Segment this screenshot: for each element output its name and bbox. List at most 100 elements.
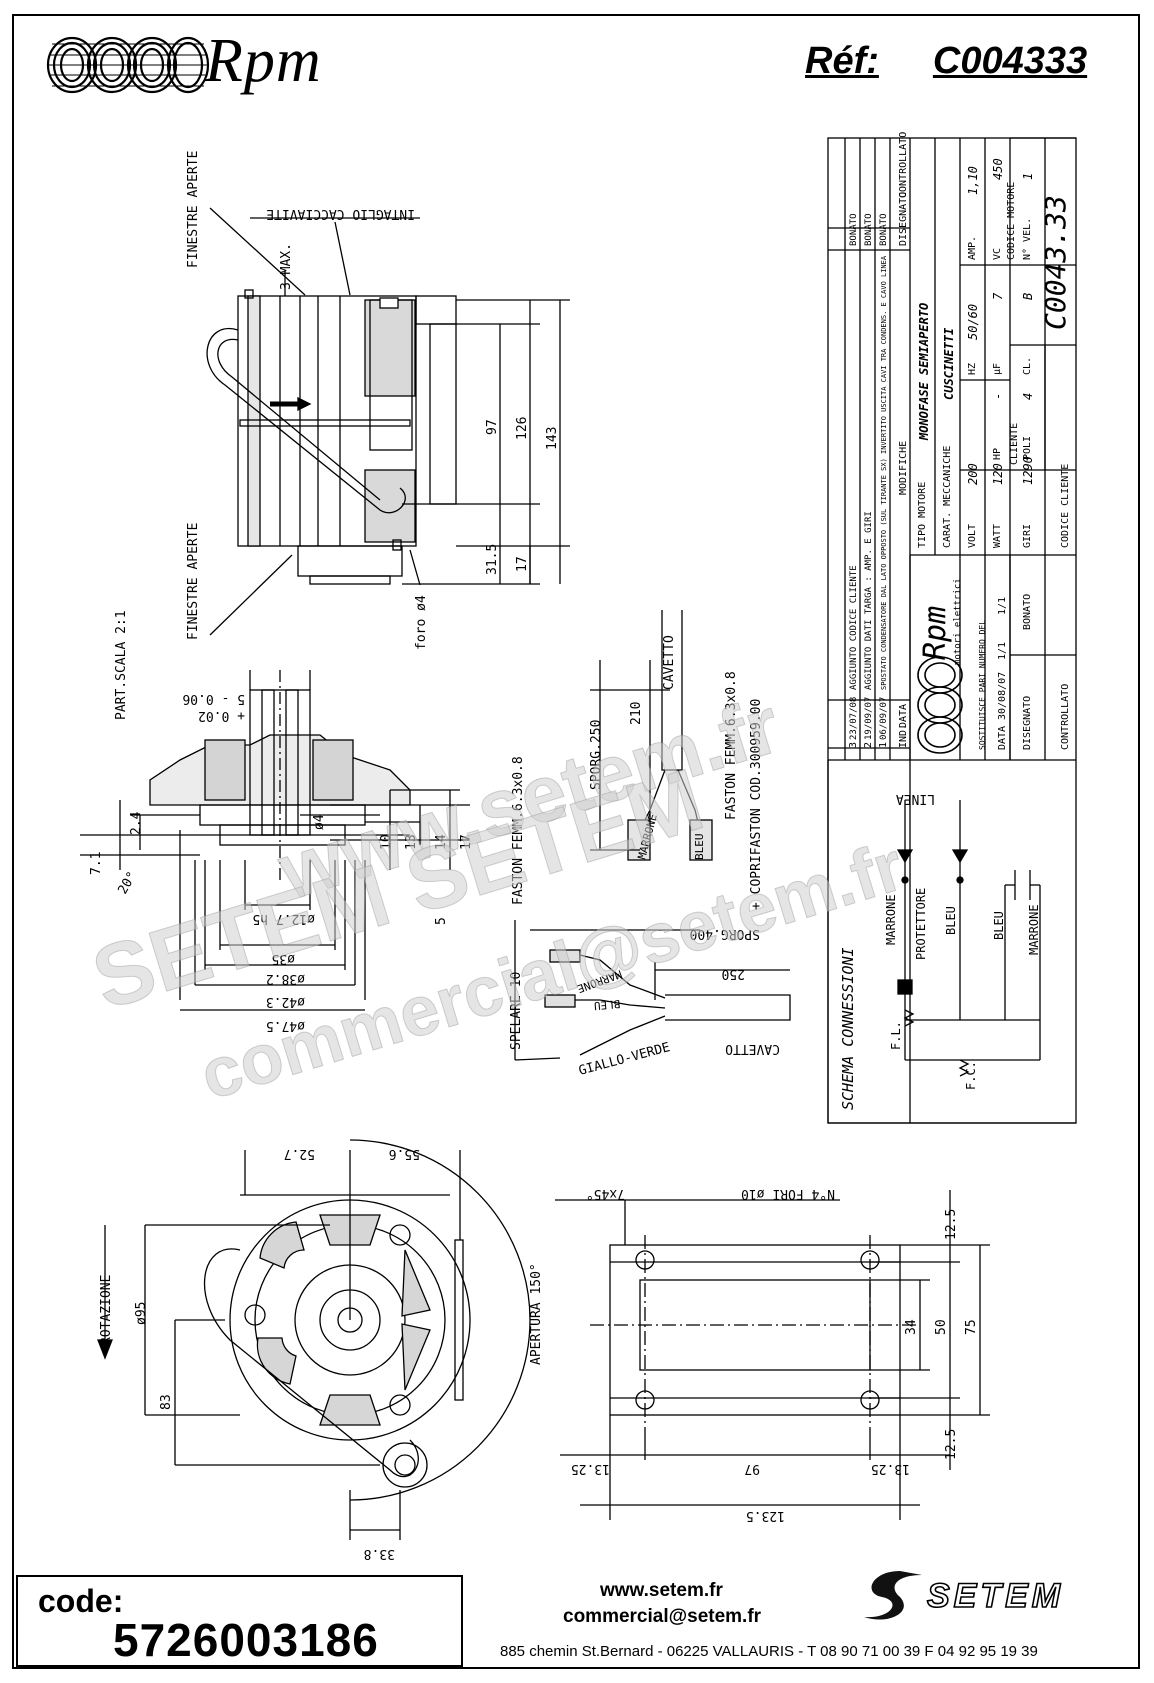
footer-email-link[interactable]: commercial@setem.fr: [563, 1606, 762, 1627]
dim-52-7: 52.7: [284, 1146, 315, 1161]
tb-volt-val: 200: [966, 463, 980, 485]
tb-cl: CL.: [1022, 357, 1033, 375]
schema-fl: F.L.: [889, 1021, 903, 1050]
wiring-schema: [896, 800, 1041, 1077]
label-giallo-verde: GIALLO-VERDE: [577, 1040, 672, 1079]
label-bleu-top: BLEU: [693, 834, 706, 861]
dim-17: 17: [459, 834, 474, 850]
tb-scale1: 1/1: [997, 642, 1008, 660]
tb-cuscinetti: CUSCINETTI: [942, 327, 956, 400]
tb-disegnato: DISEGNATO: [1022, 696, 1033, 750]
label-fori: N°4 FORI ø10: [741, 1186, 835, 1201]
tb-uf-val: 7: [991, 292, 1005, 300]
label-chamfer: 7x45°: [586, 1186, 625, 1201]
cable-top-view: [590, 610, 713, 861]
tb-rev-header-dis: DISEGNATO: [898, 192, 909, 246]
dim-75: 75: [964, 1319, 979, 1335]
label-intaglio: INTAGLIO CACCIAVITE: [266, 206, 415, 221]
tb-hz-val: 50/60: [966, 304, 980, 340]
tb-cl-val: B: [1021, 293, 1035, 300]
label-foro: foro ø4: [414, 595, 429, 650]
tb-watt: WATT: [992, 524, 1003, 548]
label-apertura: APERTURA 150°: [529, 1263, 544, 1365]
rpm-logo-icon: [46, 36, 210, 94]
dim-d38-2: ø38.2: [266, 971, 305, 986]
footer-address: 885 chemin St.Bernard - 06225 VALLAURIS …: [500, 1643, 1038, 1660]
shaft-tol-top: 5 - 0.06: [182, 691, 245, 706]
label-bleu-bottom: BLEU: [593, 997, 621, 1012]
setem-logo-icon: SETEM: [864, 1571, 1064, 1620]
tb-nvel: N° VEL.: [1022, 218, 1033, 260]
label-finestre-top: FINESTRE APERTE: [186, 151, 201, 268]
dim-83: 83: [159, 1394, 174, 1410]
tb-codice-cliente: CODICE CLIENTE: [1060, 464, 1071, 548]
label-faston-femm-2: FASTON FEMM.6.3x0.8: [511, 756, 526, 905]
dim-123-5: 123.5: [746, 1508, 785, 1523]
dim-55-6: 55.6: [389, 1146, 420, 1161]
tb-amp: AMP.: [967, 236, 978, 260]
tb-rev-header-mod: MODIFICHE: [898, 441, 909, 495]
tb-rev-1-mod: AGGIUNTO DATI TARGA : AMP. E GIRI: [864, 511, 874, 690]
tb-rev-1-dis: BONATO: [864, 213, 874, 246]
label-spelare: SPELARE 10: [509, 972, 524, 1050]
tb-vc-val: 450: [991, 158, 1005, 180]
dim-97b: 97: [744, 1461, 760, 1476]
shaft-tol-plus: + 0.02: [198, 708, 245, 723]
tb-rev-header-data: DATA: [898, 704, 909, 728]
dim-14: 14: [434, 834, 449, 850]
dim-210: 210: [629, 702, 644, 725]
tb-scale2: 1/1: [997, 597, 1008, 615]
setem-logo-text: SETEM: [927, 1577, 1064, 1615]
tb-brand: Rpm: [918, 606, 953, 660]
tb-nvel-val: 1: [1021, 173, 1035, 180]
dim-d95: ø95: [134, 1302, 149, 1325]
schema-protettore: PROTETTORE: [914, 888, 928, 960]
label-sporg-250: SPORG.250: [589, 720, 604, 790]
schema-title: SCHEMA CONNESSIONI: [839, 947, 857, 1110]
tb-rev-0-dis: BONATO: [849, 213, 859, 246]
dim-31-5: 31.5: [485, 544, 500, 575]
tb-giri-val: 1290: [1021, 456, 1035, 485]
shaft-detail-view: [80, 670, 470, 1011]
schema-marrone: MARRONE: [884, 894, 898, 945]
dim-250: 250: [722, 966, 745, 981]
tb-disegnato-val: BONATO: [1022, 594, 1033, 630]
tb-rev-header-contr: CONTROLLATO: [898, 132, 909, 198]
reference-label: Réf:: [805, 40, 879, 82]
dim-34: 34: [904, 1319, 919, 1335]
brand-name: Rpm: [205, 27, 322, 95]
label-finestre-bottom: FINESTRE APERTE: [186, 523, 201, 640]
dim-7-1: 7.1: [89, 852, 104, 875]
tb-rev-2-ind: 1: [878, 742, 889, 748]
tb-hz: HZ: [967, 363, 978, 375]
tb-hp-val: -: [991, 393, 1005, 400]
reference-title: Réf:C004333: [805, 40, 1087, 83]
dim-2-4: 2.4: [129, 811, 144, 835]
dim-10: 10: [379, 834, 394, 850]
schema-linea: LINEA: [896, 791, 935, 806]
dim-12-5a: 12.5: [944, 1209, 959, 1240]
code-box: code: 5726003186: [16, 1575, 463, 1667]
tb-controllato: CONTROLLATO: [1060, 684, 1071, 750]
dim-50: 50: [934, 1319, 949, 1335]
motor-front-view: [97, 1139, 531, 1540]
label-rotazione: ROTAZIONE: [99, 1275, 114, 1345]
label-faston-femm: FASTON FEMM.6.3x0.8: [724, 671, 739, 820]
tb-monofase: MONOFASE SEMIAPERTO: [917, 303, 931, 441]
tb-poli-val: 4: [1021, 393, 1035, 400]
page-frame: [12, 14, 1140, 1669]
dim-143: 143: [545, 427, 560, 450]
label-sporg-400: SPORG.400: [690, 926, 760, 941]
tb-uf: µF: [992, 363, 1003, 375]
footer-website-link[interactable]: www.setem.fr: [600, 1580, 723, 1601]
tb-sostituisce: SOSTITUISCE PARI NUMERO DEL: [978, 620, 987, 750]
dim-13-25a: 13.25: [571, 1461, 610, 1476]
label-cavetto: CAVETTO: [662, 635, 677, 690]
tb-watt-val: 120: [991, 463, 1005, 485]
tb-volt: VOLT: [967, 524, 978, 548]
label-3max: 3 MAX.: [279, 243, 294, 290]
tb-poli: POLI: [1022, 436, 1033, 460]
label-copri-faston: + COPRIFASTON COD.300959.00: [749, 699, 764, 910]
tb-codice-motore-val: C0043.33: [1039, 195, 1072, 330]
